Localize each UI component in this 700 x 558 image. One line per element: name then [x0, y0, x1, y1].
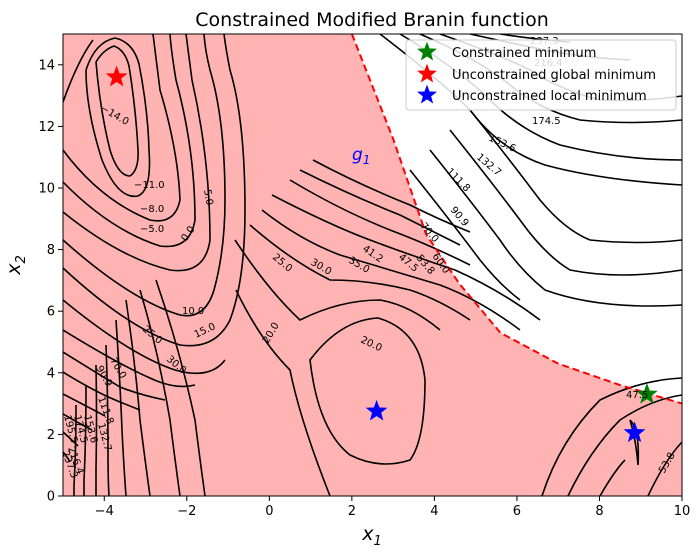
y-tick-label: 14 [38, 58, 55, 73]
marker-unconstrained-local-minimum [365, 399, 388, 421]
chart-title: Constrained Modified Branin function [195, 9, 548, 31]
x-tick-label: −4 [95, 504, 114, 519]
legend-label-constrained-minimum: Constrained minimum [452, 46, 596, 61]
y-tick-label: 0 [47, 490, 55, 505]
y-tick-label: 8 [47, 243, 55, 258]
marker-constrained-minimum [636, 382, 658, 404]
contour-label: −5.0 [140, 224, 164, 235]
x-tick-label: 10 [674, 504, 691, 519]
legend-marker-constrained-minimum [417, 41, 437, 61]
x-tick-label: 2 [348, 504, 356, 519]
legend-marker-unconstrained-local-minimum [417, 84, 437, 104]
constraint-boundary-line [350, 34, 682, 405]
contour-label: 174.5 [532, 116, 561, 127]
markers-layer [105, 65, 658, 443]
x-tick-label: 6 [513, 504, 521, 519]
contour-label: 47.5 [626, 390, 648, 401]
marker-unconstrained-global-minimum [105, 65, 128, 87]
constraint-label: g1 [352, 145, 370, 167]
y-axis-ticks: 0 2 4 6 8 10 12 14 [38, 58, 63, 505]
legend-label-unconstrained-global-minimum: Unconstrained global minimum [452, 68, 656, 83]
x-tick-label: −2 [177, 504, 196, 519]
plot-frame [62, 33, 683, 497]
y-axis-label: x2 [3, 255, 29, 276]
marker-unconstrained-local-minimum [623, 421, 646, 443]
contour-label: 5.0 [201, 189, 215, 207]
contour-label: 90.9 [448, 205, 471, 229]
legend: Constrained minimum Unconstrained global… [405, 39, 677, 111]
contour-label: 111.8 [444, 166, 472, 194]
y-tick-label: 4 [47, 366, 55, 381]
contour-label: −8.0 [140, 204, 164, 215]
contour-label: −11.0 [134, 180, 165, 191]
y-tick-label: 10 [38, 182, 55, 197]
contour-label: 10.0 [182, 306, 204, 317]
x-axis-ticks: −4 −2 0 2 4 6 8 10 [95, 496, 691, 519]
x-tick-label: 8 [595, 504, 603, 519]
legend-box [405, 39, 677, 111]
y-tick-label: 12 [38, 120, 55, 135]
y-tick-label: 6 [47, 305, 55, 320]
x-axis-label: x1 [361, 523, 382, 549]
y-tick-label: 2 [47, 428, 55, 443]
x-tick-label: 4 [430, 504, 438, 519]
legend-marker-unconstrained-global-minimum [417, 63, 437, 83]
legend-label-unconstrained-local-minimum: Unconstrained local minimum [452, 89, 647, 104]
x-tick-label: 0 [265, 504, 273, 519]
contour-lines [63, 34, 682, 496]
